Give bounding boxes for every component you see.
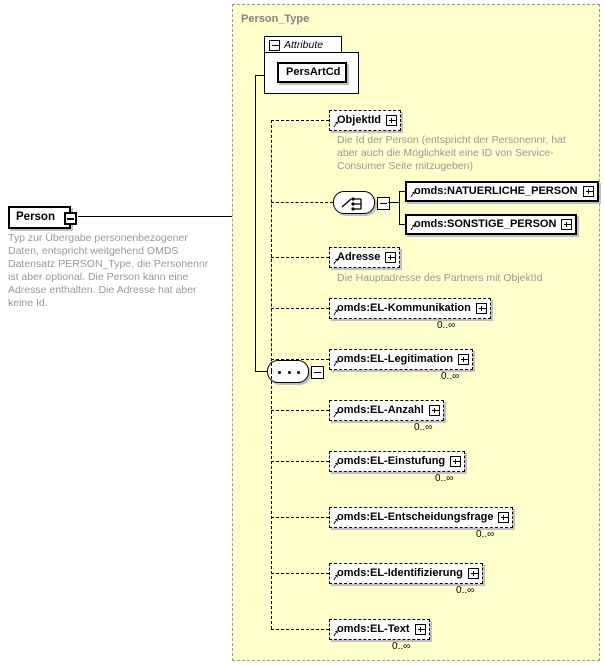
- reference-arrow-icon: ➚: [331, 459, 341, 471]
- element-el-entscheidungsfrage[interactable]: ➚ omds:EL-Entscheidungsfrage: [329, 507, 514, 528]
- connector-to-el-text: [271, 629, 329, 630]
- connector-to-sequence: [255, 371, 267, 372]
- reference-arrow-icon: ➚: [331, 571, 341, 583]
- element-el-anzahl-label: omds:EL-Anzahl: [337, 404, 424, 416]
- attribute-group-tab[interactable]: Attribute: [264, 36, 342, 53]
- cardinality-el-text: 0..∞: [392, 641, 411, 652]
- connector-to-adresse: [271, 257, 329, 258]
- cardinality-el-anzahl: 0..∞: [414, 422, 433, 433]
- minus-icon[interactable]: [269, 39, 280, 51]
- plus-icon[interactable]: [458, 354, 470, 365]
- reference-arrow-icon: ➚: [331, 357, 341, 369]
- connector-person-to-type: [78, 216, 255, 217]
- element-el-kommunikation[interactable]: ➚ omds:EL-Kommunikation: [329, 298, 491, 319]
- connector-to-choice: [271, 202, 333, 203]
- reference-arrow-icon: ➚: [331, 408, 341, 420]
- reference-arrow-icon: ➚: [408, 188, 418, 200]
- element-natuerliche-person[interactable]: ➚ omds:NATUERLICHE_PERSON: [405, 181, 599, 202]
- complextype-person-type: Person_Type: [232, 4, 600, 661]
- element-el-identifizierung[interactable]: ➚ omds:EL-Identifizierung: [329, 563, 483, 584]
- cardinality-el-legitimation: 0..∞: [441, 371, 460, 382]
- choice-compositor[interactable]: [333, 191, 390, 214]
- choice-icon: [341, 197, 362, 211]
- plus-icon[interactable]: [386, 115, 398, 126]
- connector-to-sonstige-person: [399, 224, 407, 225]
- element-el-identifizierung-label: omds:EL-Identifizierung: [337, 567, 463, 579]
- connector-to-el-anzahl: [271, 410, 329, 411]
- element-el-text[interactable]: ➚ omds:EL-Text: [329, 619, 430, 640]
- connector-choice-spine: [399, 191, 400, 225]
- minus-icon[interactable]: [311, 366, 324, 379]
- complextype-title: Person_Type: [241, 13, 310, 25]
- element-el-einstufung[interactable]: ➚ omds:EL-Einstufung: [329, 451, 466, 472]
- element-adresse[interactable]: ➚ Adresse: [329, 247, 401, 268]
- sequence-compositor[interactable]: [267, 360, 324, 383]
- attribute-group-label: Attribute: [284, 39, 324, 51]
- cardinality-el-einstufung: 0..∞: [435, 473, 454, 484]
- reference-arrow-icon: ➚: [331, 118, 341, 130]
- connector-to-el-legitimation: [271, 359, 329, 360]
- connector-choice-stub: [388, 202, 400, 203]
- plus-icon[interactable]: [498, 512, 510, 523]
- element-objektid[interactable]: ➚ ObjektId: [329, 110, 402, 131]
- plus-icon[interactable]: [414, 624, 426, 635]
- reference-arrow-icon: ➚: [331, 627, 341, 639]
- connector-sequence-spine-lower: [271, 371, 272, 629]
- element-objektid-documentation: Die Id der Person (entspricht der Person…: [337, 134, 566, 172]
- cardinality-el-entscheidungsfrage: 0..∞: [476, 529, 495, 540]
- connector-to-el-identifizierung: [271, 573, 329, 574]
- plus-icon[interactable]: [582, 186, 594, 197]
- element-person-label: Person: [16, 210, 55, 223]
- attribute-persartcd[interactable]: PersArtCd: [277, 62, 347, 83]
- connector-trunk-upper: [255, 75, 256, 217]
- connector-to-el-einstufung: [271, 461, 329, 462]
- element-el-entscheidungsfrage-label: omds:EL-Entscheidungsfrage: [337, 511, 494, 523]
- element-el-anzahl[interactable]: ➚ omds:EL-Anzahl: [329, 400, 444, 421]
- element-sonstige-person[interactable]: ➚ omds:SONSTIGE_PERSON: [405, 214, 578, 235]
- element-objektid-label: ObjektId: [337, 114, 382, 126]
- minus-icon[interactable]: [377, 197, 390, 210]
- element-adresse-documentation: Die Hauptadresse des Partners mit Objekt…: [337, 272, 543, 284]
- element-el-text-label: omds:EL-Text: [337, 623, 410, 635]
- element-el-einstufung-label: omds:EL-Einstufung: [337, 455, 446, 467]
- reference-arrow-icon: ➚: [331, 515, 341, 527]
- element-person[interactable]: Person: [8, 206, 77, 229]
- element-natuerliche-person-label: omds:NATUERLICHE_PERSON: [414, 185, 578, 197]
- cardinality-el-kommunikation: 0..∞: [437, 320, 456, 331]
- connector-to-attribute: [255, 75, 265, 76]
- connector-to-el-entscheidungsfrage: [271, 517, 329, 518]
- plus-icon[interactable]: [385, 252, 397, 263]
- element-sonstige-person-label: omds:SONSTIGE_PERSON: [414, 218, 557, 230]
- sequence-icon: [274, 371, 304, 374]
- reference-arrow-icon: ➚: [408, 221, 418, 233]
- connector-to-el-kommunikation: [271, 308, 329, 309]
- plus-icon[interactable]: [561, 219, 573, 230]
- element-adresse-label: Adresse: [337, 251, 381, 263]
- connector-trunk-lower: [255, 216, 256, 371]
- connector-to-natuerliche-person: [399, 191, 407, 192]
- connector-to-objektid: [271, 120, 329, 121]
- plus-icon[interactable]: [475, 303, 487, 314]
- element-el-legitimation[interactable]: ➚ omds:EL-Legitimation: [329, 349, 474, 370]
- plus-icon[interactable]: [467, 568, 479, 579]
- connector-sequence-spine-upper: [271, 120, 272, 371]
- reference-arrow-icon: ➚: [331, 255, 341, 267]
- element-el-kommunikation-label: omds:EL-Kommunikation: [337, 302, 471, 314]
- attribute-persartcd-label: PersArtCd: [286, 66, 341, 78]
- plus-icon[interactable]: [428, 405, 440, 416]
- cardinality-el-identifizierung: 0..∞: [456, 585, 475, 596]
- plus-icon[interactable]: [450, 456, 462, 467]
- reference-arrow-icon: ➚: [331, 306, 341, 318]
- element-el-legitimation-label: omds:EL-Legitimation: [337, 353, 454, 365]
- minus-icon[interactable]: [64, 212, 77, 225]
- element-person-documentation: Typ zur Übergabe personenbezogener Daten…: [8, 232, 209, 309]
